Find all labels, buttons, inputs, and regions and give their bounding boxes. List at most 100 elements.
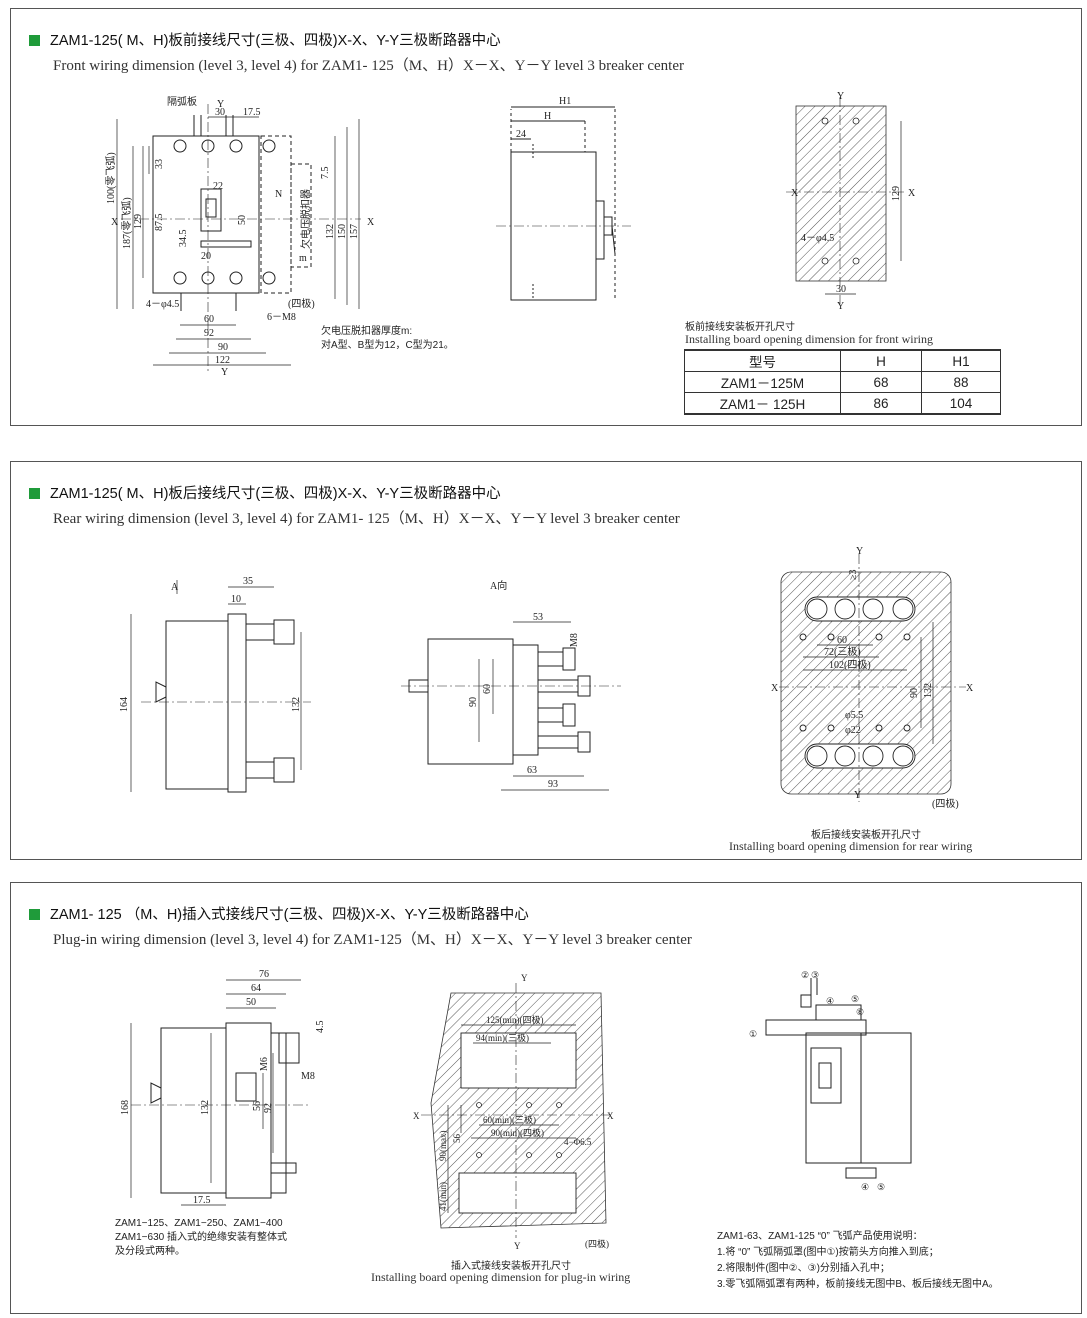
a-direction-label: A向 [490,579,507,592]
table-row: ZAM1－ 125H 86 104 [684,392,1001,415]
rear-caption-en: Installing board opening dimension for r… [729,839,973,853]
dim-35: 35 [243,576,253,587]
m-label: m [299,253,307,264]
x-axis-label-right: X [367,217,375,228]
dim-17-5: 17.5 [193,1195,211,1206]
dim-60: 60 [482,684,493,694]
dim-60-board: 60 [837,635,847,646]
dim-100: 100(零飞弧) [104,152,117,204]
plug-in-left-note: ZAM1−125、ZAM1−250、ZAM1−400 ZAM1−630 插入式的… [115,1218,287,1257]
x-right: X [607,1111,614,1121]
rear-wiring-drawing: A 35 10 164 132 A [119,546,974,810]
dim-90: 90 [218,342,228,353]
model-dimension-table: 型号 H H1 ZAM1－125M 68 88 ZAM1－ 125H 86 10… [684,349,1001,415]
dim-90min: 90(min)(四极) [491,1127,544,1138]
n-label: N [275,189,282,200]
dim-50: 50 [246,997,256,1008]
plug-in-wiring-panel: ZAM1- 125 （M、H)插入式接线尺寸(三极、四极)X-X、Y-Y三极断路… [10,882,1082,1314]
y-top: Y [856,546,863,557]
rear-caption-cn: 板后接线安装板开孔尺寸 [811,830,921,841]
callout-4a: ④ [826,996,834,1006]
m8-label: 6－M8 [267,312,296,323]
x-right: X [966,683,974,694]
dim-87-5: 87.5 [154,214,165,232]
section-subtitle: Front wiring dimension (level 3, level 4… [53,58,684,74]
dim-56: 56 [252,1101,263,1111]
dim-94min: 94(min)(三极) [476,1032,529,1043]
m8-label: M8 [569,633,580,647]
section-title: ZAM1-125( M、H)板前接线尺寸(三极、四极)X-X、Y-Y三极断路器中… [29,29,501,50]
dim-132: 132 [325,224,336,239]
arc-plate-label: 隔弧板 [167,95,197,108]
callout-8: ⑧ [856,1007,864,1017]
uv-release-label: 欠电压脱扣器 [299,189,312,249]
dim-56b: 56 [452,1134,462,1144]
dim-150: 150 [337,224,348,239]
plug-in-wiring-drawing: 76 64 50 4.5 M6 M8 168 132 56 92 17.5 [120,969,912,1251]
header-model: 型号 [684,349,841,372]
callout-3: ③ [811,970,819,980]
front-wiring-panel: ZAM1-125( M、H)板前接线尺寸(三极、四极)X-X、Y-Y三极断路器中… [10,8,1082,426]
dim-122: 122 [215,355,230,366]
dim-93: 93 [548,779,558,790]
uv-release-note: 欠电压脱扣器厚度m: 对A型、B型为12，C型为21。 [321,326,454,351]
dim-76: 76 [259,969,269,980]
ge3-label: ≥3 [848,570,859,581]
h-label: H [544,111,551,122]
phi-22: φ22 [845,725,861,736]
section-title: ZAM1- 125 （M、H)插入式接线尺寸(三极、四极)X-X、Y-Y三极断路… [29,903,529,924]
m6-label: M6 [259,1057,270,1071]
dim-187: 187(零飞弧) [120,197,133,249]
green-square-icon [29,488,40,499]
dim-20: 20 [201,251,211,262]
section-subtitle: Rear wiring dimension (level 3, level 4)… [53,511,680,527]
dim-7-5: 7.5 [320,167,331,180]
header-h1: H1 [921,349,1001,372]
dim-50: 50 [237,215,248,225]
dim-132: 132 [200,1100,211,1115]
plug-in-caption-en: Installing board opening dimension for p… [371,1270,631,1284]
front-wiring-drawing: 隔弧板 Y 30 17.5 22 N m 20 X X 4－φ4.5 6－M8 … [104,91,916,378]
rear-wiring-panel: ZAM1-125( M、H)板后接线尺寸(三极、四极)X-X、Y-Y三极断路器中… [10,461,1082,860]
dim-132-board: 132 [923,683,934,698]
dim-129-board: 129 [891,186,902,201]
four-pole-label: (四极) [932,797,959,810]
dim-63: 63 [527,765,537,776]
dim-72: 72(三极) [824,645,861,658]
callout-4b: ④ [861,1182,869,1192]
callout-2: ② [801,970,809,980]
four-pole-label: (四极) [288,297,315,310]
dim-30: 30 [215,107,225,118]
a-label: A [171,582,179,593]
dim-4-5: 4.5 [315,1021,326,1034]
dim-30-board: 30 [836,284,846,295]
dim-92: 92 [263,1103,274,1113]
dim-24: 24 [516,129,526,140]
x-right: X [908,188,916,199]
callout-5a: ⑤ [851,994,859,1004]
dim-125min: 125(min)(四极) [486,1014,544,1025]
x-axis-label-left: X [111,217,119,228]
y-axis-label: Y [217,99,224,110]
callout-5b: ⑤ [877,1182,885,1192]
dim-33: 33 [154,159,165,169]
dim-92: 92 [204,328,214,339]
dim-53: 53 [533,612,543,623]
table-row: ZAM1－125M 68 88 [684,371,1001,393]
dim-129: 129 [133,214,144,229]
callout-1: ① [749,1029,757,1039]
dim-102: 102(四极) [829,658,871,671]
y-top: Y [837,91,844,102]
x-left: X [413,1111,420,1121]
y-bottom: Y [514,1241,521,1251]
phi-5-5: φ5.5 [845,710,863,721]
h1-label: H1 [559,96,571,107]
green-square-icon [29,909,40,920]
plug-in-caption-cn: 插入式接线安装板开孔尺寸 [451,1261,571,1272]
dim-90max: 90(max) [438,1131,448,1162]
front-caption-en: Installing board opening dimension for f… [685,332,933,346]
green-square-icon [29,35,40,46]
dim-34-5: 34.5 [178,230,189,248]
m8-label: M8 [301,1071,315,1082]
holes-board: 4−Φ6.5 [564,1137,592,1147]
